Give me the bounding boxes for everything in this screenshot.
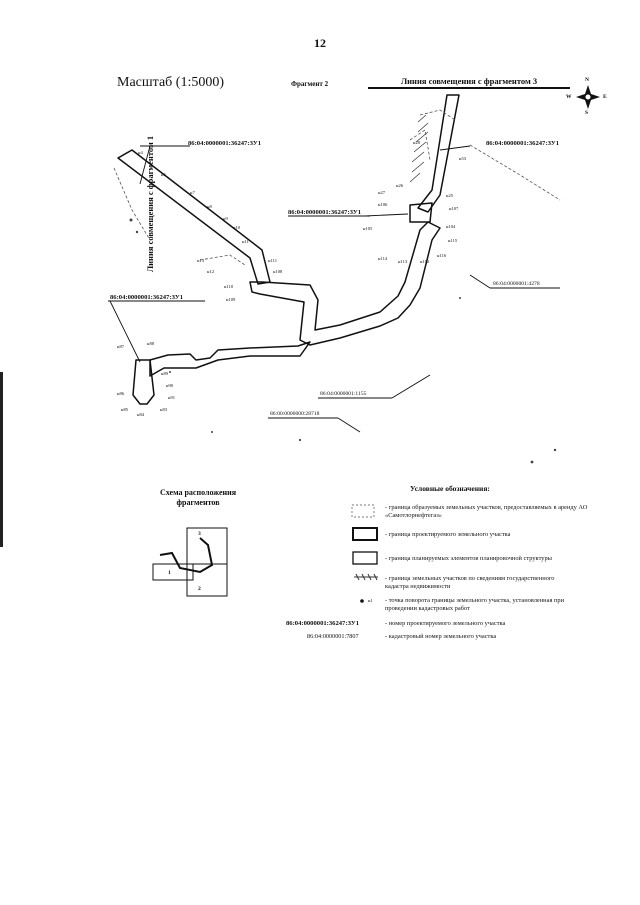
scan-edge-bar (0, 372, 3, 547)
point-label: н10 (233, 225, 241, 230)
compass-e: E (603, 94, 607, 100)
parcel-junction (409, 202, 433, 223)
parcel-southwest (132, 359, 155, 405)
point-label: н114 (378, 256, 388, 261)
legend-item-turning-point: - точка поворота границы земельного учас… (385, 597, 565, 612)
legend-item-cadastral-boundary: - граница земельных участков по сведения… (385, 575, 555, 590)
scale-label: Масштаб (1:5000) (117, 75, 224, 90)
point-label: н11 (242, 239, 249, 244)
point-label: н112 (420, 259, 430, 264)
point-label: н6 (161, 172, 166, 177)
legend-symbol-planning-structure (352, 551, 378, 565)
parcel-label: 86:04:0000001:36247:ЗУ1 (288, 209, 361, 216)
point-label: н85 (121, 407, 129, 412)
point-label: н28 (413, 140, 421, 145)
point-label: н12 (207, 269, 215, 274)
legend-item-cadastral-number: - кадастровый номер земельного участка (385, 633, 497, 640)
cadastral-number: 86:00:0000000:28718 (270, 411, 320, 417)
compass-n: N (585, 77, 590, 83)
fragment-label: Фрагмент 2 (291, 80, 329, 88)
parcel-label: 86:04:0000001:36247:ЗУ1 (110, 294, 183, 301)
point-label: н7 (190, 190, 195, 195)
point-label: н107 (449, 206, 459, 211)
legend-symbol-lease-boundary (351, 504, 375, 518)
legend-symbol-projected-parcel (352, 527, 378, 541)
point-label: н86 (117, 391, 125, 396)
cadastral-number: 86:04:0000001:4278 (493, 281, 540, 287)
scheme-title-line2: фрагментов (176, 498, 220, 507)
point-label: н115 (448, 238, 458, 243)
scheme-fragment-2: 2 (198, 586, 201, 592)
scheme-title: Схема расположения фрагментов (138, 488, 258, 508)
page-number: 12 (314, 36, 326, 50)
scheme-fragment-1: 1 (168, 570, 171, 576)
point-label: н105 (363, 226, 373, 231)
compass-w: W (566, 94, 572, 100)
point-label: н90 (166, 383, 174, 388)
point-label: н108 (273, 269, 283, 274)
point-label: н110 (224, 284, 234, 289)
legend-item-planning-structure: - граница планируемых элементов планиров… (385, 555, 552, 562)
legend-symbol-cadastral-boundary (354, 573, 378, 581)
legend-parcel-number-sample: 86:04:0000001:36247:ЗУ1 (286, 620, 359, 627)
parcel-label: 86:04:0000001:36247:ЗУ1 (486, 140, 559, 147)
alignment-line-fragment-3: Линия совмещения с фрагментом 3 (368, 76, 570, 89)
point-label: н4 (138, 150, 143, 155)
parcel-label: 86:04:0000001:36247:ЗУ1 (188, 140, 261, 147)
point-label: н13 (197, 258, 205, 263)
point-label: н9 (223, 216, 228, 221)
point-label: н116 (437, 253, 447, 258)
corridor-northeast (417, 94, 460, 213)
point-label: н113 (398, 259, 408, 264)
scheme-fragment-3: 3 (198, 531, 201, 537)
point-label: н89 (161, 371, 169, 376)
point-label: н8 (207, 204, 212, 209)
legend-item-projected-parcel: - граница проектируемого земельного учас… (385, 531, 511, 538)
point-label: н104 (446, 224, 456, 229)
cadastral-number: 86:04:0000001:1155 (320, 391, 367, 397)
point-label: н109 (226, 297, 236, 302)
point-label: н53 (459, 156, 467, 161)
point-label: н84 (137, 412, 145, 417)
scheme-title-line1: Схема расположения (159, 488, 237, 497)
point-label: н25 (446, 193, 454, 198)
point-label: н91 (168, 395, 176, 400)
legend-symbol-turning-point (360, 599, 364, 603)
point-label: н83 (160, 407, 168, 412)
point-label: н106 (378, 202, 388, 207)
point-label: н27 (378, 190, 386, 195)
corridor-west (149, 341, 311, 377)
legend-cadastral-number-sample: 86:04:0000001:7807 (307, 633, 359, 640)
legend-item-lease-boundary: - граница образуемых земельных участков,… (385, 504, 588, 519)
point-label: н111 (268, 258, 278, 263)
point-label: н88 (147, 341, 155, 346)
legend-title: Условные обозначения: (410, 484, 490, 493)
point-label: н87 (117, 344, 125, 349)
legend-point-symbol: н1 (368, 598, 373, 603)
compass-s: S (585, 110, 589, 116)
corridor-main (249, 221, 441, 346)
legend-item-parcel-number: - номер проектируемого земельного участк… (385, 620, 506, 627)
point-label: н26 (396, 183, 404, 188)
